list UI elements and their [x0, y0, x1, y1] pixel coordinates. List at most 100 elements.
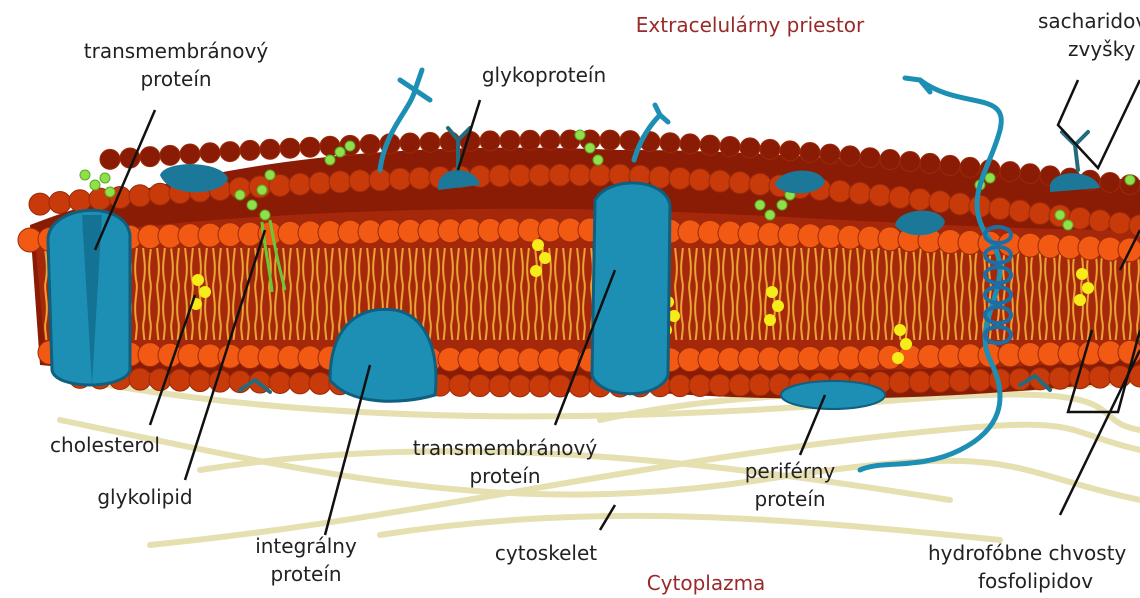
phospholipid-head [540, 130, 560, 150]
transmembrane-protein-label-top-line1: transmembránový [84, 39, 269, 63]
phospholipid-head [569, 164, 591, 186]
phospholipid-head [389, 168, 411, 190]
phospholipid-head [169, 369, 191, 391]
hydrophobic-tails-label-line2: fosfolipidov [978, 569, 1093, 593]
transmembrane-protein-label-mid-line2: proteín [469, 464, 540, 488]
phospholipid-head [409, 167, 431, 189]
phospholipid-head [469, 375, 491, 397]
phospholipid-head [1100, 172, 1120, 192]
phospholipid-head [489, 375, 511, 397]
phospholipid-head [829, 180, 851, 202]
phospholipid-head [520, 130, 540, 150]
phospholipid-head [180, 144, 200, 164]
phospholipid-head [1089, 366, 1111, 388]
cytoplasm-label: Cytoplazma [647, 571, 766, 595]
phospholipid-head [700, 135, 720, 155]
carbohydrate-label-line2: zvyšky [1068, 37, 1135, 61]
extracellular-label: Extracelulárny priestor [636, 13, 865, 37]
phospholipid-head [1089, 210, 1111, 232]
phospholipid-head [1049, 367, 1071, 389]
phospholipid-head [509, 165, 531, 187]
phospholipid-head [929, 370, 951, 392]
cytoskeleton-fibers [60, 380, 1140, 545]
phospholipid-head [129, 185, 151, 207]
phospholipid-head [600, 130, 620, 150]
phospholipid-head [669, 167, 691, 189]
cholesterol-label: cholesterol [50, 433, 160, 457]
glycoprotein-label: glykoproteín [482, 63, 606, 87]
phospholipid-head [289, 372, 311, 394]
phospholipid-head [849, 182, 871, 204]
phospholipid-head [309, 372, 331, 394]
phospholipid-head [29, 193, 51, 215]
phospholipid-head [920, 153, 940, 173]
phospholipid-head [749, 374, 771, 396]
phospholipid-head [260, 139, 280, 159]
phospholipid-head [940, 155, 960, 175]
phospholipid-head [329, 171, 351, 193]
peripheral-protein-label-line1: periférny [745, 459, 836, 483]
phospholipid-head [709, 170, 731, 192]
phospholipid-head [349, 170, 371, 192]
phospholipid-head [689, 169, 711, 191]
phospholipid-head [709, 374, 731, 396]
transmembrane-protein-label-mid-line1: transmembránový [413, 436, 598, 460]
carbohydrate-label-line1: sacharidové [1038, 9, 1140, 33]
hydrophobic-tails-label-line1: hydrofóbne chvosty [928, 541, 1127, 565]
phospholipid-head [1000, 162, 1020, 182]
phospholipid-head [889, 186, 911, 208]
phospholipid-head [529, 375, 551, 397]
cytoskeleton-label: cytoskelet [495, 541, 597, 565]
phospholipid-head [189, 370, 211, 392]
phospholipid-head [800, 143, 820, 163]
phospholipid-head [149, 183, 171, 205]
phospholipid-head [880, 150, 900, 170]
phospholipid-head [129, 368, 151, 390]
phospholipid-head [100, 149, 120, 169]
phospholipid-head [860, 148, 880, 168]
phospholipid-head [780, 141, 800, 161]
phospholipid-head [840, 146, 860, 166]
integral-protein-label-line2: proteín [270, 562, 341, 586]
phospholipid-head [480, 131, 500, 151]
phospholipid-head [989, 198, 1011, 220]
transmembrane-protein-label-top-line2: proteín [140, 67, 211, 91]
phospholipid-head [969, 369, 991, 391]
phospholipid-head [929, 191, 951, 213]
phospholipid-head [289, 173, 311, 195]
phospholipid-head [509, 375, 531, 397]
phospholipid-head [240, 140, 260, 160]
phospholipid-head [900, 151, 920, 171]
integral-protein-label-line1: integrálny [255, 534, 357, 558]
phospholipid-head [1109, 212, 1131, 234]
phospholipid-head [729, 374, 751, 396]
phospholipid-head [949, 193, 971, 215]
phospholipid-head [200, 143, 220, 163]
phospholipid-head [160, 145, 180, 165]
phospholipid-head [269, 371, 291, 393]
peripheral-protein-label-line2: proteín [754, 487, 825, 511]
phospholipid-head [749, 173, 771, 195]
phospholipid-head [489, 165, 511, 187]
phospholipid-head [680, 134, 700, 154]
phospholipid-head [740, 138, 760, 158]
phospholipid-head [140, 147, 160, 167]
phospholipid-head [420, 132, 440, 152]
phospholipid-head [49, 191, 71, 213]
phospholipid-head [529, 164, 551, 186]
phospholipid-head [1029, 202, 1051, 224]
phospholipid-head [549, 164, 571, 186]
phospholipid-head [1009, 200, 1031, 222]
phospholipid-head [309, 172, 331, 194]
phospholipid-head [729, 172, 751, 194]
phospholipid-head [220, 142, 240, 162]
phospholipid-head [689, 374, 711, 396]
phospholipid-head [400, 133, 420, 153]
phospholipid-head [360, 134, 380, 154]
phospholipid-head [300, 137, 320, 157]
phospholipid-head [449, 374, 471, 396]
phospholipid-head [69, 190, 91, 212]
phospholipid-head [280, 138, 300, 158]
phospholipid-head [500, 131, 520, 151]
phospholipid-head [589, 164, 611, 186]
